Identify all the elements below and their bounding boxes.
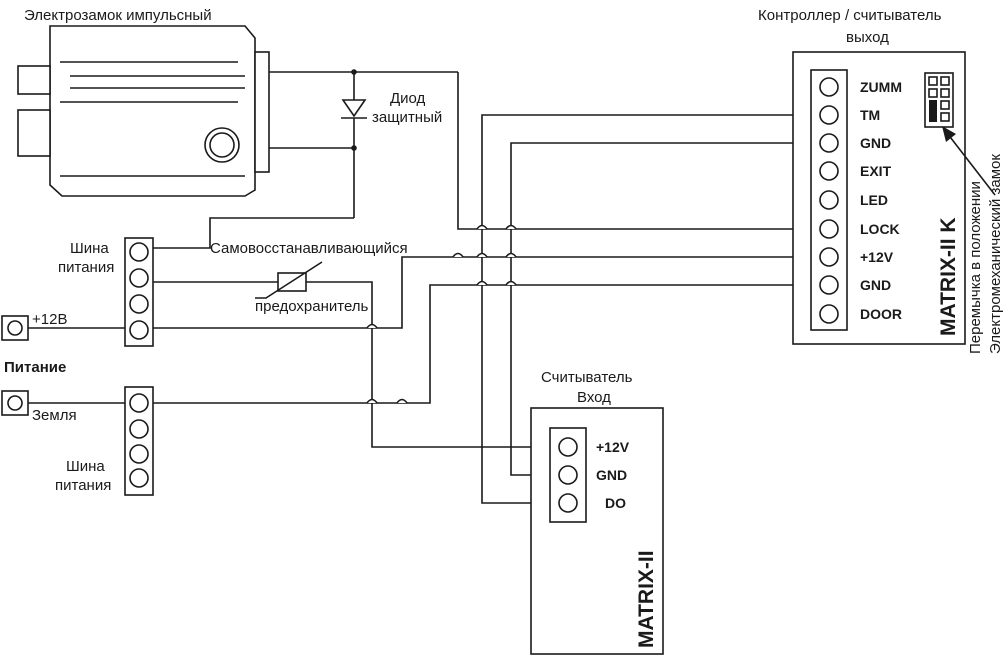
wires	[28, 71, 820, 504]
power-bus-top	[124, 237, 154, 347]
controller-model-name: MATRIX-II K	[937, 217, 960, 336]
plus12-terminal-icon	[1, 315, 29, 341]
bus-bottom-label-line1: Шина	[66, 458, 105, 475]
jumper-block-icon	[924, 72, 954, 128]
lock-title: Электрозамок импульсный	[24, 7, 212, 24]
bus-top-label-line1: Шина	[70, 240, 109, 257]
reader-title-line2: Вход	[577, 389, 611, 406]
bus-top-label-line2: питания	[58, 259, 114, 276]
jumper-note-line1: Перемычка в положении	[967, 181, 984, 354]
diode-label-line1: Диод	[390, 90, 426, 107]
controller-pin-led: LED	[860, 192, 888, 208]
power-bus-bottom	[124, 386, 154, 496]
electric-lock-icon	[17, 25, 270, 197]
reader-pin-do: DO	[605, 495, 626, 511]
controller-title-line2: выход	[846, 29, 889, 46]
reader-pin-gnd: GND	[596, 467, 627, 483]
jumper-note-line2: Электромеханический замок	[987, 154, 1004, 354]
plus12-label: +12В	[32, 311, 67, 328]
power-title: Питание	[4, 359, 66, 376]
fuse-label-line2: предохранитель	[255, 298, 369, 315]
controller-pin-gnd: GND	[860, 135, 891, 151]
ground-terminal-icon	[1, 390, 29, 416]
jumper-arrow-icon	[942, 126, 996, 196]
controller-pin-door: DOOR	[860, 306, 902, 322]
controller-pin-gnd2: GND	[860, 277, 891, 293]
reader-title-line1: Считыватель	[541, 369, 633, 386]
controller-title-line1: Контроллер / считыватель	[758, 7, 942, 24]
fuse-icon	[255, 261, 323, 299]
bus-bottom-label-line2: питания	[55, 477, 111, 494]
controller-pin-exit: EXIT	[860, 163, 892, 179]
controller-pin-12v: +12V	[860, 249, 894, 265]
controller-pin-tm: TM	[860, 107, 880, 123]
controller-pin-zumm: ZUMM	[860, 79, 902, 95]
reader-box	[530, 407, 664, 655]
ground-label: Земля	[32, 407, 77, 424]
diode-label-line2: защитный	[372, 109, 442, 126]
controller-pin-lock: LOCK	[860, 221, 900, 237]
reader-pin-12v: +12V	[596, 439, 630, 455]
reader-model-name: MATRIX-II	[635, 550, 658, 648]
fuse-label-line1: Самовосстанавливающийся	[210, 240, 408, 257]
